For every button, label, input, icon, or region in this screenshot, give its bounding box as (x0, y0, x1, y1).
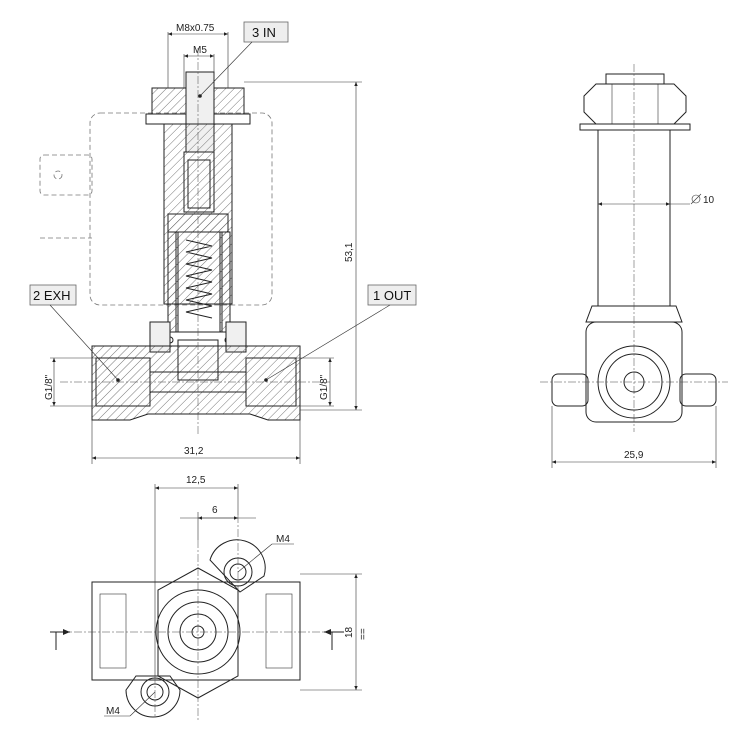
dim-depth: 18 (344, 626, 355, 638)
bottom-body (91, 581, 301, 681)
dim-equal-mark: == (358, 628, 369, 640)
dim-bottom-offset: 6 (212, 505, 218, 516)
dim-port-thread-left: G1/8" (44, 374, 55, 400)
front-section-view (39, 48, 330, 436)
dim-thread-inner: M5 (193, 45, 207, 56)
spring (185, 239, 213, 319)
dim-height: 53,1 (344, 242, 355, 262)
port-label-out: 1 OUT (373, 288, 411, 303)
connector-outline (39, 154, 93, 196)
bottom-view: 12,5 6 M4 M4 18 == (50, 475, 369, 720)
dim-width-side: 25,9 (624, 450, 644, 461)
dim-width-front: 31,2 (184, 446, 204, 457)
dim-thread-outer: M8x0.75 (176, 23, 215, 34)
side-view: 10 25,9 (540, 64, 728, 468)
dim-diameter: 10 (703, 195, 715, 206)
side-hex-nut (583, 83, 687, 125)
dim-mount-top: M4 (276, 534, 290, 545)
front-dimensions: M8x0.75 M5 3 IN 53,1 2 EXH 1 OUT G1/8" (29, 21, 417, 464)
port-label-in: 3 IN (252, 25, 276, 40)
dim-mount-bottom: M4 (106, 706, 120, 717)
dim-bottom-width: 12,5 (186, 475, 206, 486)
dim-port-thread-right: G1/8" (319, 374, 330, 400)
valve-body (91, 345, 301, 421)
port-label-exh: 2 EXH (33, 288, 71, 303)
